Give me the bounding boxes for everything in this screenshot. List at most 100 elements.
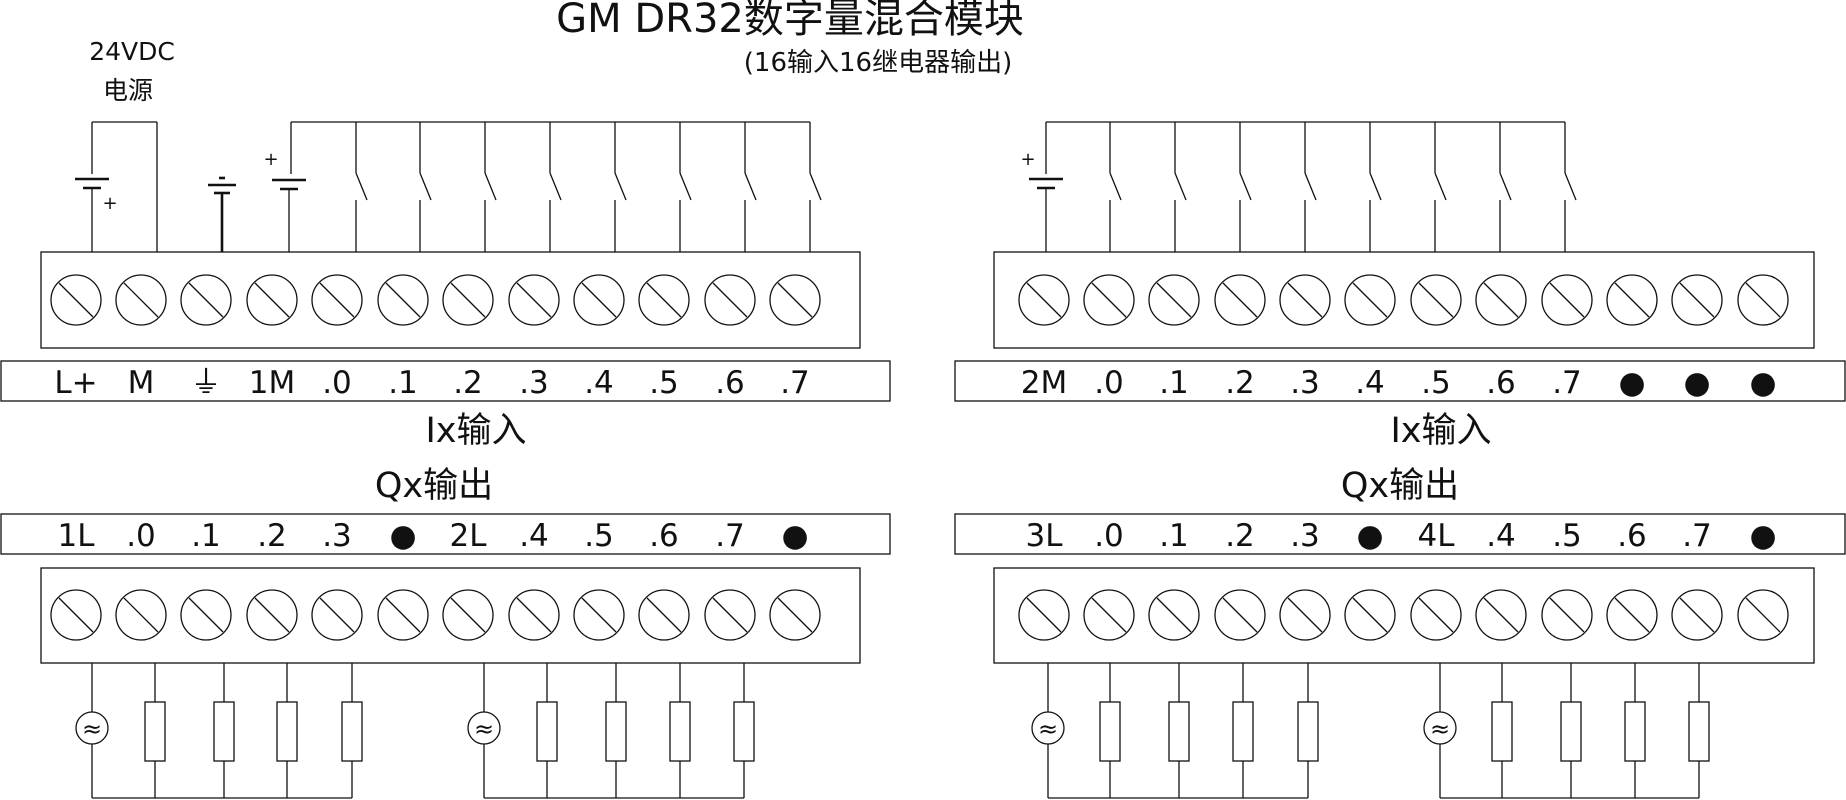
terminal-label: .4 [1486,518,1516,554]
terminal-label: .2 [1225,518,1255,554]
load-body [1168,701,1190,762]
switch-contact-blade [1174,172,1187,201]
switch-contact-blade [355,172,368,201]
terminal-label: 1M [249,365,295,401]
output-label-strip-left: 1L.0.1.2.3●2L.4.5.6.7● [0,513,891,555]
switch-contact-blade [419,172,432,201]
ac-source-circle [75,711,109,745]
load-resistor [605,701,627,762]
load-body [1560,701,1582,762]
screw-slot [450,597,486,633]
switch-contact-blade [1304,172,1317,201]
screw-slot [254,597,290,633]
terminal-label: 3L [1026,518,1064,554]
load-resistor [213,701,235,762]
screw-slot [1549,282,1585,318]
screw-slot [1483,282,1519,318]
screw-slot [1483,597,1519,633]
screw-slot [385,282,421,318]
screw-slot [1222,597,1258,633]
screw-slot [1091,597,1127,633]
ac-source-circle [1031,711,1065,745]
load-body [605,701,627,762]
output-terminal-block-left [40,567,861,664]
terminal-label: .7 [780,365,810,401]
ac-wave-icon: ≈ [1430,715,1450,743]
input-section-label-left: Ix输入 [425,411,526,451]
switch-contact-blade [614,172,627,201]
ac-source-circle [467,711,501,745]
terminal-label: .0 [322,365,352,401]
output-group-2 [483,663,745,799]
screw-slot [1418,597,1454,633]
load-body [1232,701,1254,762]
input-switch [1239,122,1252,252]
screw-slot [1026,282,1062,318]
terminal-label: .6 [1617,518,1647,554]
output-section-label-left: Qx输出 [375,466,493,506]
load-resistor [1099,701,1121,762]
power-supply-voltage-label: 24VDC [89,37,175,66]
load-body [276,701,298,762]
screw-slot [646,597,682,633]
terminal-label: .0 [126,518,156,554]
terminal-label: .5 [584,518,614,554]
screw-slot [1679,597,1715,633]
screw-slot [1287,597,1323,633]
screw-slot [1222,282,1258,318]
switch-contact-blade [549,172,562,201]
output-load-wiring: ≈≈≈≈ [75,663,1710,799]
terminal-label: .0 [1094,518,1124,554]
output-group-1 [91,663,353,799]
screw-slot [123,282,159,318]
screw-slot [1745,597,1781,633]
load-body [536,701,558,762]
input-switch [614,122,627,252]
ac-source: ≈ [75,711,109,745]
terminal-label: .2 [1225,365,1255,401]
screw-slot [516,597,552,633]
screw-slot [1026,597,1062,633]
terminal-label: .1 [1159,518,1189,554]
load-resistor [536,701,558,762]
terminal-label: .3 [519,365,549,401]
output-group-3 [1047,663,1309,799]
terminal-label: 2L [450,518,488,554]
input-switch [1369,122,1382,252]
input-switch [419,122,432,252]
plus-sign: + [263,149,278,170]
switch-contact-blade [1499,172,1512,201]
load-resistor [1232,701,1254,762]
load-body [1688,701,1710,762]
load-body [213,701,235,762]
terminal-label: .7 [715,518,745,554]
ac-wave-icon: ≈ [474,715,494,743]
terminal-label: .5 [649,365,679,401]
diagram-subtitle: (16输入16继电器输出) [744,48,1012,78]
switch-contact-blade [1369,172,1382,201]
output-terminal-block-right [993,567,1815,664]
screw-slot [1418,282,1454,318]
switch-contact-blade [1109,172,1122,201]
screw-slot [188,282,224,318]
input-battery-left: + [263,149,306,191]
screw-slot [646,282,682,318]
screw-slot [1156,282,1192,318]
terminal-label: .3 [1290,518,1320,554]
input-wiring-right: + [1020,121,1577,252]
label-strip-frame [0,513,891,555]
switch-contact-blade [1434,172,1447,201]
terminal-label: ● [1618,365,1645,401]
output-section-label-right: Qx输出 [1341,466,1459,506]
output-group-4 [1439,663,1700,799]
input-switch [1109,122,1122,252]
screw-slot [1091,282,1127,318]
screw-slot [1156,597,1192,633]
switch-contact-blade [809,172,822,201]
screw-slot [712,282,748,318]
terminal-label: .3 [1290,365,1320,401]
terminal-label: .7 [1682,518,1712,554]
terminal-label: 2M [1021,365,1067,401]
